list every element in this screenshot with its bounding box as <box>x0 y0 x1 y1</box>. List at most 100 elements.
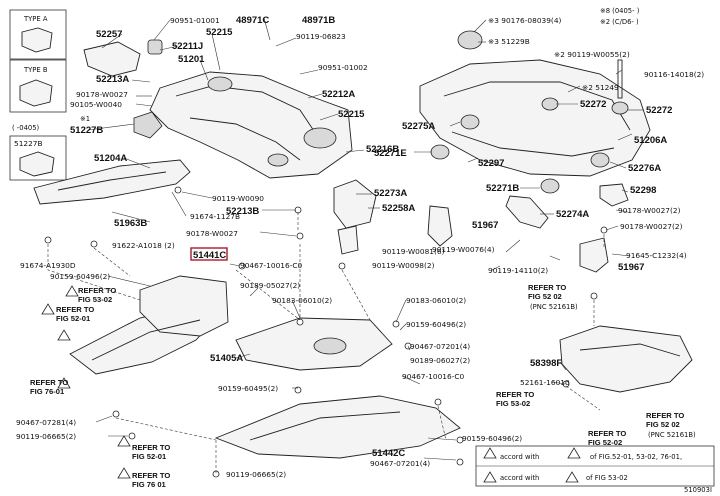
label-51963B: 51963B <box>114 218 147 229</box>
label-51206A: 51206A <box>634 135 667 146</box>
label-90119-W0090: 90119-W0090 <box>212 194 264 203</box>
label-51249: ※2 51249 <box>582 83 619 92</box>
refer-fig-52-01-left[interactable]: REFER TO FIG 52-01 <box>56 305 94 323</box>
label-91674-A1930D: 91674-A1930D <box>20 261 76 270</box>
svg-text:FIG 53-02: FIG 53-02 <box>78 295 112 304</box>
refer-fig-53-02-right[interactable]: REFER TO FIG 53-02 <box>496 390 534 408</box>
label-90119-06665-a: 90119-06665(2) <box>16 432 76 441</box>
label-51967-a: 51967 <box>472 220 498 231</box>
label-90467-07201-a: 90467-07201(4) <box>410 342 470 351</box>
label-90159-60496-a: 90159-60496(2) <box>50 272 110 281</box>
label-51441C: 51441C <box>193 250 226 261</box>
label-90467-10016-C0-b: 90467-10016-C0 <box>402 372 465 381</box>
highlight-51441C <box>190 247 228 261</box>
label-52272-b: 52272 <box>646 105 672 116</box>
refer-fig-52-02-right-mid[interactable]: REFER TO FIG 52-02 <box>588 429 626 447</box>
label-52213A: 52213A <box>96 74 129 85</box>
label-52298: 52298 <box>630 185 656 196</box>
refer-fig-52-02-right-top[interactable]: REFER TO FIG 52 02 (PNC 52161B) <box>528 283 578 311</box>
note1-text: accord with <box>500 453 539 461</box>
label-52215-top: 52215 <box>206 27 233 38</box>
leader-lines <box>87 17 644 461</box>
note1b-text: of FIG.52-01, 53-02, 76-01, <box>590 453 682 461</box>
center-brackets <box>333 179 377 255</box>
label-48971B: 48971B <box>302 15 335 26</box>
note-box: accord with of FIG.52-01, 53-02, 76-01, … <box>475 445 715 487</box>
type-b-label: TYPE B <box>23 66 48 74</box>
label-90178-W0027-mid: 90178-W0027 <box>186 229 238 238</box>
label-90467-07201-b: 90467-07201(4) <box>370 459 430 468</box>
refer-fig-52-01-bottom[interactable]: REFER TO FIG 52-01 <box>132 443 170 461</box>
label-90189-05027: 90189-05027(2) <box>240 281 300 290</box>
label-90178-W0027-r: 90178-W0027(2) <box>618 206 681 215</box>
note-star1: ※1 <box>80 115 90 123</box>
svg-text:FIG 52 02: FIG 52 02 <box>528 292 562 301</box>
part-labels: 52257 90951-01001 52211J 52215 48971C 48… <box>16 15 704 479</box>
label-52271E: 52271E <box>374 148 407 159</box>
svg-text:REFER TO: REFER TO <box>56 305 94 314</box>
label-91674-1127B: 91674-1127B <box>190 212 240 221</box>
label-90951-01002: 90951-01002 <box>318 63 368 72</box>
svg-text:FIG 53-02: FIG 53-02 <box>496 399 530 408</box>
note-star2: ※2 (C/D6- ) <box>600 18 639 26</box>
refer-fig-76-01-bottom[interactable]: REFER TO FIG 76 01 <box>132 471 170 489</box>
brace-51204A <box>33 159 191 205</box>
label-51227B-inset: 51227B <box>14 139 43 148</box>
label-52211J: 52211J <box>172 41 203 52</box>
label-52273A: 52273A <box>374 188 407 199</box>
label-90119-W0076: 90119-W0076(4) <box>432 245 495 254</box>
refer-to-blocks: REFER TO FIG 53-02 REFER TO FIG 52-01 RE… <box>30 283 696 489</box>
refer-fig-53-02-left[interactable]: REFER TO FIG 53-02 <box>78 286 116 304</box>
label-90176-08039: ※3 90176-08039(4) <box>488 16 562 25</box>
label-90119-14110: 90119-14110(2) <box>488 266 548 275</box>
label-52274A: 52274A <box>556 209 589 220</box>
label-51442C: 51442C <box>372 448 405 459</box>
label-52213B: 52213B <box>226 206 259 217</box>
label-51204A: 51204A <box>94 153 127 164</box>
svg-text:REFER TO: REFER TO <box>496 390 534 399</box>
label-90119-W0055: ※2 90119-W0055(2) <box>554 50 630 59</box>
label-90116-14018: 90116-14018(2) <box>644 70 704 79</box>
svg-text:(PNC 52161B): (PNC 52161B) <box>648 431 696 439</box>
svg-text:REFER TO: REFER TO <box>646 411 684 420</box>
note-star8: ※8 (0405- ) <box>600 7 640 15</box>
label-51967-b: 51967 <box>618 262 644 273</box>
label-52161-16010: 52161-16010 <box>520 378 570 387</box>
label-91645-C1232: 91645-C1232(4) <box>626 251 687 260</box>
type-inset: TYPE A TYPE B ( -0405) 51227B <box>9 9 67 181</box>
note2b-text: of FIG 53-02 <box>586 474 628 482</box>
front-crossmember-51201 <box>83 39 353 179</box>
label-90119-W0081: 90119-W0081(6) <box>382 247 445 256</box>
label-90159-60495: 90159-60495(2) <box>218 384 278 393</box>
note2-text: accord with <box>500 474 539 482</box>
label-90178-W0027-r2: 90178-W0027(2) <box>620 222 683 231</box>
header-notes: ※8 (0405- ) ※2 (C/D6- ) <box>600 7 640 26</box>
label-51229B: ※3 51229B <box>488 37 530 46</box>
svg-text:FIG 52-01: FIG 52-01 <box>132 452 167 461</box>
label-90119-W0098: 90119-W0098(2) <box>372 261 435 270</box>
rear-crossmember-51206A <box>419 30 651 194</box>
label-58398F: 58398F <box>530 358 562 369</box>
label-90951-01001: 90951-01001 <box>170 16 220 25</box>
svg-text:REFER TO: REFER TO <box>30 378 68 387</box>
label-90183-06010-b: 90183-06010(2) <box>406 296 466 305</box>
rear-brackets <box>427 183 629 273</box>
label-90119-06823: 90119-06823 <box>296 32 346 41</box>
svg-text:REFER TO: REFER TO <box>588 429 626 438</box>
diagram-code: 510903I <box>684 486 712 494</box>
label-90159-60496-c: 90159-60496(2) <box>462 434 522 443</box>
label-90183-06010-a: 90183-06010(2) <box>272 296 332 305</box>
refer-fig-52-02-far-right[interactable]: REFER TO FIG 52 02 (PNC 52161B) <box>646 411 696 439</box>
svg-text:FIG 76 01: FIG 76 01 <box>132 480 167 489</box>
label-52271B: 52271B <box>486 183 519 194</box>
label-91622-A1018: 91622-A1018 (2) <box>112 241 175 250</box>
svg-text:REFER TO: REFER TO <box>132 443 170 452</box>
label-90467-10016-C0-a: 90467-10016-C0 <box>240 261 303 270</box>
label-52276A: 52276A <box>628 163 661 174</box>
svg-text:FIG 76-01: FIG 76-01 <box>30 387 65 396</box>
label-52216B: 52216B <box>366 144 399 155</box>
refer-fig-76-01-left[interactable]: REFER TO FIG 76-01 <box>30 378 68 396</box>
label-52212A: 52212A <box>322 89 355 100</box>
dashed-lines <box>47 212 605 474</box>
